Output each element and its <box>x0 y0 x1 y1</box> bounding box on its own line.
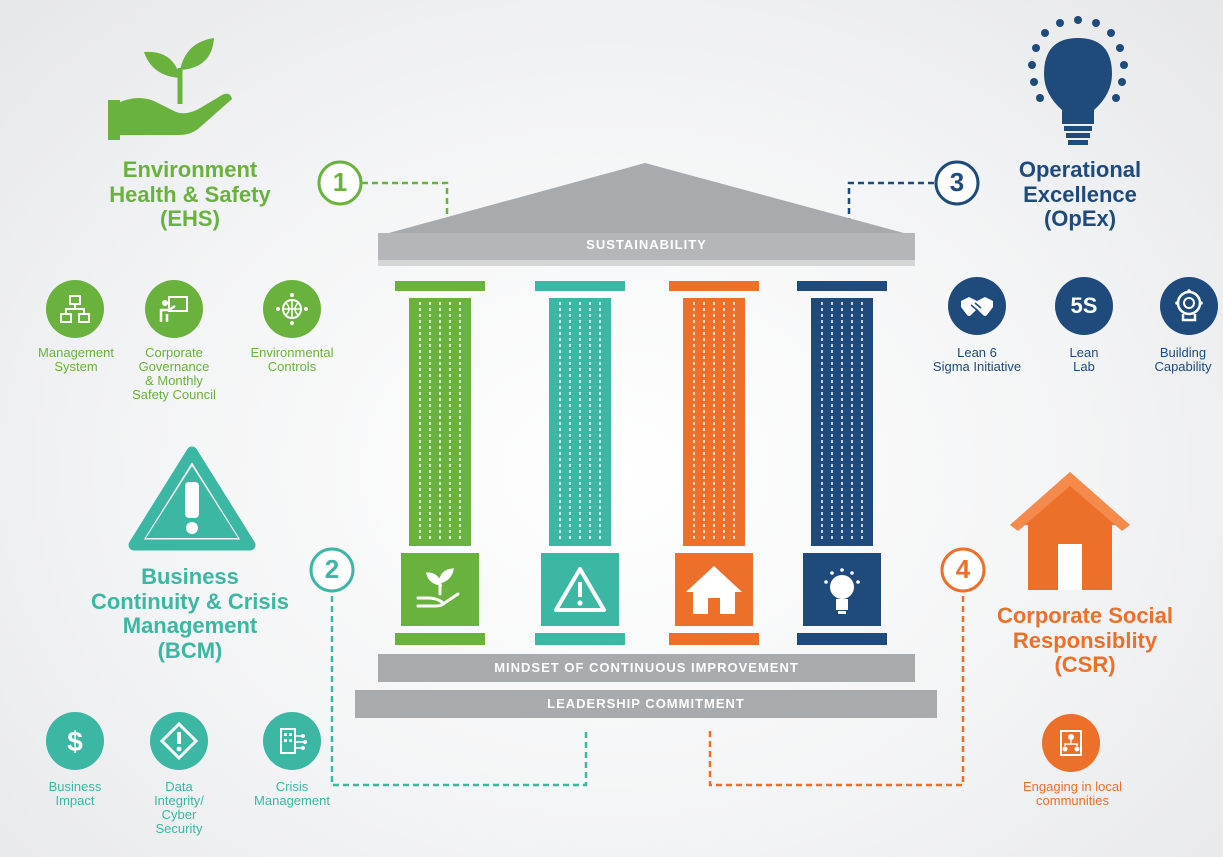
roof-band <box>378 233 915 260</box>
warning-triangle-icon <box>128 446 256 551</box>
pillar-opex <box>797 281 887 645</box>
roof-label: SUSTAINABILITY <box>586 237 707 252</box>
csr-title: Corporate Social Responsiblity (CSR) <box>996 603 1174 678</box>
head-gear-icon <box>1160 277 1218 335</box>
bcm-item-label: Business Impact <box>48 779 102 809</box>
opex-title: Operational Excellence (OpEx) <box>1018 157 1142 232</box>
ehs-title: Environment Health & Safety (EHS) <box>109 157 271 232</box>
ehs-item-label: Management System <box>38 345 114 375</box>
pillar-hand-plant-icon <box>416 568 460 608</box>
building-network-icon <box>263 712 321 770</box>
number-badge-4 <box>940 547 986 593</box>
opex-item-label: Lean Lab <box>1069 345 1099 375</box>
temple-roof <box>378 163 915 236</box>
number-badge-1 <box>317 160 363 206</box>
connector-1 <box>362 181 449 228</box>
hand-plant-icon <box>108 38 232 140</box>
svg-text:$: $ <box>67 726 83 757</box>
house-icon <box>1010 472 1130 590</box>
bcm-item-label: Crisis Management <box>254 779 330 809</box>
csr-number: 4 <box>955 554 971 584</box>
bcm-number: 2 <box>324 554 340 584</box>
dollar-icon: $ <box>46 712 104 770</box>
pillar-house-icon <box>686 566 742 614</box>
warning-diamond-icon <box>150 712 208 770</box>
ehs-number: 1 <box>332 167 348 197</box>
presenter-icon <box>145 280 203 338</box>
ehs-item-label: Corporate Governance & Monthly Safety Co… <box>132 345 216 403</box>
number-badge-2 <box>309 547 355 593</box>
opex-item-label: Lean 6 Sigma Initiative <box>932 345 1022 375</box>
bcm-item-label: Data Integrity/ Cyber Security <box>154 779 204 837</box>
step-continuous-improvement <box>378 654 915 682</box>
connector-3 <box>847 181 934 228</box>
opex-number: 3 <box>949 167 965 197</box>
pillar-warning-icon <box>554 567 606 612</box>
ehs-item-label: Environmental Controls <box>250 345 334 375</box>
opex-item-label: Building Capability <box>1154 345 1212 375</box>
globe-network-icon <box>263 280 321 338</box>
org-chart-icon <box>46 280 104 338</box>
pillar-lightbulb-icon <box>824 568 860 614</box>
community-network-icon <box>1042 714 1100 772</box>
step1-label: MINDSET OF CONTINUOUS IMPROVEMENT <box>494 660 799 675</box>
connector-4 <box>708 596 965 787</box>
pillar-bcm <box>535 281 625 645</box>
number-badge-3 <box>934 160 980 206</box>
csr-item-label: Engaging in local communities <box>1022 779 1123 809</box>
connector-2 <box>330 596 588 787</box>
bcm-title: Business Continuity & Crisis Management … <box>90 564 289 663</box>
lightbulb-icon <box>1028 16 1128 145</box>
handshake-icon <box>948 277 1006 335</box>
step-leadership <box>355 690 937 718</box>
5s-icon: 5S <box>1055 277 1113 335</box>
step2-label: LEADERSHIP COMMITMENT <box>547 696 745 711</box>
